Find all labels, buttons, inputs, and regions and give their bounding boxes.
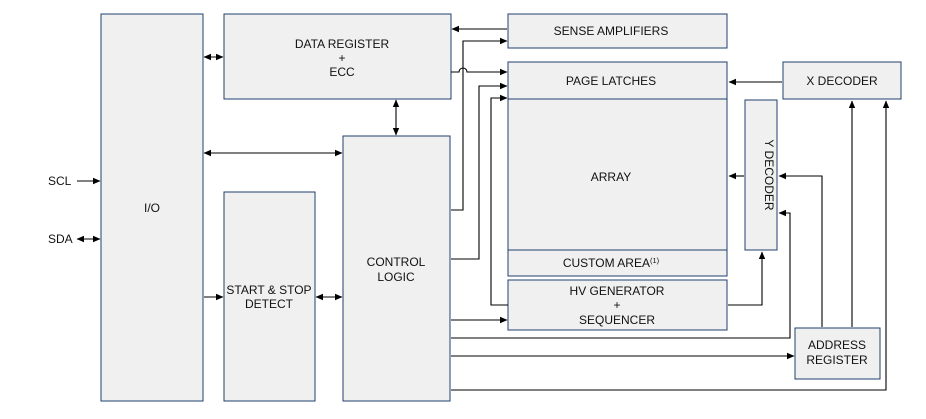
sense-amplifiers-label: SENSE AMPLIFIERS [554,24,669,38]
address-label: ADDRESS [808,338,866,352]
control-to-sense-amp-arrow [451,37,508,211]
address-to-y-decoder-arrow [778,172,823,327]
control-to-page-latches-arrow [451,82,508,260]
hv-to-array-arrow [490,94,508,306]
control-label: CONTROL [367,255,426,269]
data-register-ecc-block: DATA REGISTER + ECC [223,13,452,100]
logic-label: LOGIC [377,270,415,284]
control-to-y-decoder-arrow [451,209,791,339]
data-register-label: DATA REGISTER [295,37,390,51]
io-block: I/O [100,13,204,402]
hv-to-y-decoder-arrow [728,251,766,306]
custom-area-footnote: (1) [650,256,660,265]
hv-plus: + [613,298,620,312]
control-logic-block: CONTROL LOGIC [342,135,451,402]
page-latches-label: PAGE LATCHES [566,74,656,88]
hv-generator-sequencer-block: HV GENERATOR + SEQUENCER [507,279,728,331]
scl-label: SCL [48,174,72,188]
y-decoder-label: Y DECODER [762,139,776,210]
control-to-x-decoder-arrow [451,100,890,391]
custom-area-label: CUSTOM AREA(1) [563,256,660,270]
start-stop-label: START & STOP [226,283,311,297]
sequencer-label: SEQUENCER [579,313,655,327]
detect-label: DETECT [245,297,294,311]
x-decoder-label: X DECODER [806,74,878,88]
hv-generator-label: HV GENERATOR [570,284,665,298]
y-decoder-block: Y DECODER [744,99,778,251]
sense-amplifiers-block: SENSE AMPLIFIERS [507,13,728,49]
x-decoder-block: X DECODER [782,61,902,100]
io-label: I/O [144,201,160,215]
connections [203,25,890,391]
ecc-label: ECC [329,65,355,79]
register-label: REGISTER [806,353,868,367]
page-latches-block: PAGE LATCHES [507,61,728,100]
data-register-to-page-latches-arrow [451,67,508,76]
array-label: ARRAY [591,170,631,184]
data-register-plus: + [338,51,345,65]
array-block: ARRAY [507,98,728,251]
address-register-block: ADDRESS REGISTER [794,327,881,380]
sda-label: SDA [48,232,73,246]
start-stop-detect-block: START & STOP DETECT [223,191,316,402]
custom-area-block: CUSTOM AREA(1) [507,249,728,277]
